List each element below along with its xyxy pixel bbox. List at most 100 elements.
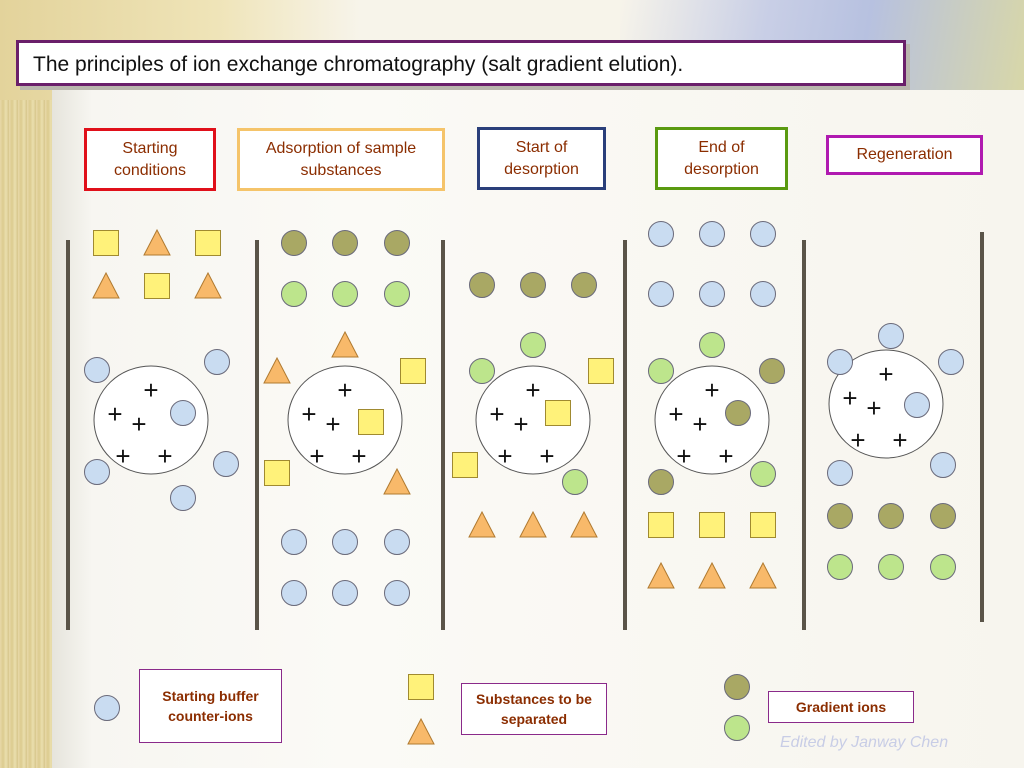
- gradient-ion-light: [648, 358, 674, 384]
- bead-charge-plus: +: [718, 441, 733, 471]
- sample-triangle: [749, 561, 777, 589]
- gradient-ion-dark: [648, 469, 674, 495]
- gradient-ion-dark: [571, 272, 597, 298]
- bead-charge-plus: +: [692, 409, 707, 439]
- sample-square: [358, 409, 384, 435]
- counter-ion: [750, 281, 776, 307]
- sample-triangle: [331, 330, 359, 358]
- bead-charge-plus: +: [676, 441, 691, 471]
- bead-charge-plus: +: [301, 399, 316, 429]
- gradient-ion-light: [878, 554, 904, 580]
- gradient-ion-dark: [384, 230, 410, 256]
- bead-charge-plus: +: [842, 383, 857, 413]
- ion-exchange-bead: [93, 365, 209, 475]
- sample-square: [545, 400, 571, 426]
- gradient-ion-dark: [827, 503, 853, 529]
- gradient-ion-dark: [469, 272, 495, 298]
- sample-triangle: [468, 510, 496, 538]
- gradient-ion-dark: [878, 503, 904, 529]
- sample-square: [452, 452, 478, 478]
- counter-ion: [699, 281, 725, 307]
- bead-charge-plus: +: [539, 441, 554, 471]
- sample-square: [264, 460, 290, 486]
- sample-square: [699, 512, 725, 538]
- gradient-ion-light: [827, 554, 853, 580]
- gradient-ion-light: [520, 332, 546, 358]
- bead-charge-plus: +: [143, 375, 158, 405]
- counter-ion: [930, 452, 956, 478]
- legend-gradient-ions-label: Gradient ions: [768, 691, 914, 723]
- counter-ion: [938, 349, 964, 375]
- sample-square: [144, 273, 170, 299]
- bead-charge-plus: +: [878, 359, 893, 389]
- counter-ion: [648, 221, 674, 247]
- sample-square: [588, 358, 614, 384]
- bead-charge-plus: +: [497, 441, 512, 471]
- ion-exchange-bead: [828, 349, 944, 459]
- title-box: The principles of ion exchange chromatog…: [16, 40, 906, 86]
- gradient-ion-light: [724, 715, 750, 741]
- sample-triangle: [194, 271, 222, 299]
- bead-charge-plus: +: [489, 399, 504, 429]
- counter-ion: [332, 529, 358, 555]
- counter-ion: [878, 323, 904, 349]
- stage-label-text: Starting conditions: [113, 139, 187, 179]
- gradient-ion-light: [384, 281, 410, 307]
- gradient-ion-dark: [930, 503, 956, 529]
- bead-charge-plus: +: [131, 409, 146, 439]
- counter-ion: [699, 221, 725, 247]
- bead-charge-plus: +: [704, 375, 719, 405]
- counter-ion: [281, 529, 307, 555]
- sample-triangle: [407, 717, 435, 745]
- stage-label-end-desorption: End of desorption: [655, 127, 788, 190]
- bead-charge-plus: +: [866, 393, 881, 423]
- sample-square: [750, 512, 776, 538]
- counter-ion: [827, 349, 853, 375]
- counter-ion: [84, 357, 110, 383]
- counter-ion: [904, 392, 930, 418]
- ion-exchange-bead: [654, 365, 770, 475]
- counter-ion: [281, 580, 307, 606]
- stage-label-regeneration: Regeneration: [826, 135, 983, 175]
- sample-triangle: [570, 510, 598, 538]
- sample-square: [93, 230, 119, 256]
- bead-charge-plus: +: [309, 441, 324, 471]
- gradient-ion-light: [930, 554, 956, 580]
- gradient-ion-dark: [332, 230, 358, 256]
- bead-charge-plus: +: [115, 441, 130, 471]
- counter-ion: [827, 460, 853, 486]
- bead-charge-plus: +: [513, 409, 528, 439]
- bead-charge-plus: +: [107, 399, 122, 429]
- counter-ion: [204, 349, 230, 375]
- ion-exchange-bead: [475, 365, 591, 475]
- counter-ion: [170, 400, 196, 426]
- stage-label-start-desorption: Start of desorption: [477, 127, 606, 190]
- counter-ion: [170, 485, 196, 511]
- legend-counter-ions-label: Starting buffer counter-ions: [139, 669, 282, 743]
- sample-triangle: [519, 510, 547, 538]
- ion-exchange-bead: [287, 365, 403, 475]
- gradient-ion-light: [562, 469, 588, 495]
- gradient-ion-light: [699, 332, 725, 358]
- bead-charge-plus: +: [892, 425, 907, 455]
- stage-label-text: Regeneration: [856, 146, 953, 163]
- gradient-ion-dark: [520, 272, 546, 298]
- counter-ion: [213, 451, 239, 477]
- counter-ion: [384, 529, 410, 555]
- counter-ion: [384, 580, 410, 606]
- sample-triangle: [647, 561, 675, 589]
- sample-triangle: [698, 561, 726, 589]
- background-left-texture: [0, 0, 52, 768]
- stage-label-text: Start of desorption: [504, 138, 579, 178]
- counter-ion: [648, 281, 674, 307]
- stage-label-text: End of desorption: [684, 138, 759, 178]
- stage-label-text: Adsorption of sample substances: [265, 139, 417, 179]
- gradient-ion-dark: [724, 674, 750, 700]
- counter-ion: [332, 580, 358, 606]
- bead-charge-plus: +: [337, 375, 352, 405]
- sample-triangle: [92, 271, 120, 299]
- bead-charge-plus: +: [525, 375, 540, 405]
- bead-charge-plus: +: [325, 409, 340, 439]
- sample-square: [400, 358, 426, 384]
